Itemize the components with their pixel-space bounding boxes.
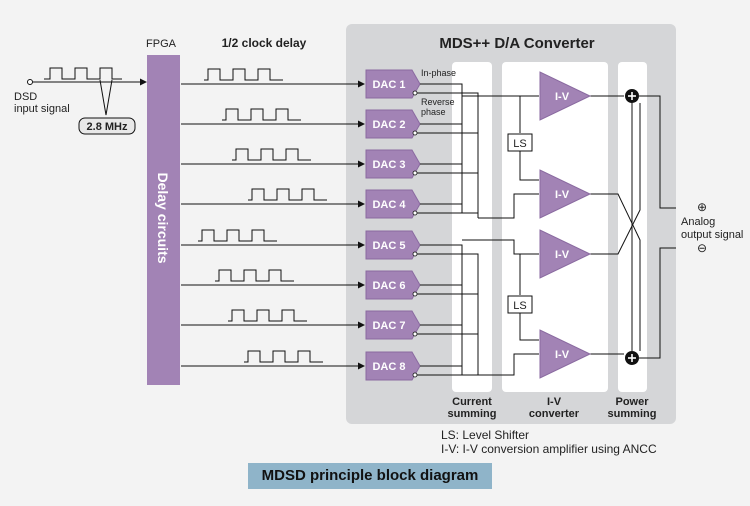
input-terminal xyxy=(27,79,33,85)
in-phase-bus-bottom xyxy=(420,244,463,375)
frequency-badge-text: 2.8 MHz xyxy=(87,121,128,133)
fpga-label: FPGA xyxy=(146,38,177,50)
iv2-out xyxy=(590,193,641,351)
iv3-cross xyxy=(590,103,641,255)
to-iv-4 xyxy=(478,353,539,376)
in-phase-bus-top xyxy=(420,83,463,213)
dac-8: DAC 8 xyxy=(365,351,421,381)
dsd-input-label-2: input signal xyxy=(14,103,70,115)
power-summing-label-1: Power xyxy=(615,396,649,408)
summing-node-bottom xyxy=(625,351,639,365)
dac-1: DAC 1 xyxy=(365,69,421,99)
dac-label-6: DAC 6 xyxy=(372,280,405,292)
analog-output-label-2: output signal xyxy=(681,229,743,241)
iv-converter-label-2: converter xyxy=(529,408,580,420)
to-iv-2 xyxy=(478,193,539,219)
analog-output-label-1: Analog xyxy=(681,216,715,228)
reverse-bus-bottom xyxy=(417,253,479,376)
iv-amp-4: I-V xyxy=(539,329,592,379)
pulse-train-6 xyxy=(215,269,294,282)
diagram-caption: MDSD principle block diagram xyxy=(248,463,492,489)
dac-4: DAC 4 xyxy=(365,189,421,219)
to-iv-3 xyxy=(462,239,539,255)
analog-minus-icon: ⊖ xyxy=(697,241,707,255)
clock-delay-label: 1/2 clock delay xyxy=(222,36,307,50)
current-summing-label-1: Current xyxy=(452,396,492,408)
legend-ls: LS: Level Shifter xyxy=(441,428,529,442)
pulse-train-2 xyxy=(222,108,301,121)
dac-label-2: DAC 2 xyxy=(372,119,405,131)
dac-label-4: DAC 4 xyxy=(372,199,406,211)
summing-node-top xyxy=(625,89,639,103)
reverse-phase-label-2: phase xyxy=(421,107,446,117)
iv-amp-2: I-V xyxy=(539,169,592,219)
dac-label-1: DAC 1 xyxy=(372,79,405,91)
dsd-input-label-1: DSD xyxy=(14,91,37,103)
current-summing-label-2: summing xyxy=(448,408,497,420)
delay-circuits-label: Delay circuits xyxy=(155,172,171,263)
pulse-train-7 xyxy=(228,309,307,322)
pulse-train-5 xyxy=(198,229,277,242)
in-phase-label: In-phase xyxy=(421,68,456,78)
level-shifter-top xyxy=(507,133,533,152)
reverse-phase-label-1: Reverse xyxy=(421,97,455,107)
svg-text:I-V: I-V xyxy=(555,189,570,201)
current-summing-column xyxy=(452,62,492,392)
svg-text:I-V: I-V xyxy=(555,91,570,103)
power-summing-label-2: summing xyxy=(608,408,657,420)
frequency-pointer xyxy=(99,79,113,116)
converter-title: MDS++ D/A Converter xyxy=(439,35,594,52)
iv-converter-label-1: I-V xyxy=(547,396,562,408)
analog-plus-icon: ⊕ xyxy=(697,200,707,214)
dac-5: DAC 5 xyxy=(365,230,421,260)
dac-2: DAC 2 xyxy=(365,109,421,139)
svg-text:I-V: I-V xyxy=(555,349,570,361)
out-minus xyxy=(639,247,676,359)
dac-3: DAC 3 xyxy=(365,149,421,179)
dac-label-3: DAC 3 xyxy=(372,159,405,171)
dac-label-8: DAC 8 xyxy=(372,361,405,373)
fpga-block xyxy=(147,55,180,385)
level-shifter-bottom xyxy=(507,295,533,314)
pulse-train-1 xyxy=(204,68,283,81)
pulse-train-8 xyxy=(244,350,323,363)
svg-text:I-V: I-V xyxy=(555,249,570,261)
level-shifter-bottom-label: LS xyxy=(513,300,526,312)
dac-label-5: DAC 5 xyxy=(372,240,405,252)
frequency-badge xyxy=(78,117,136,135)
pulse-train-3 xyxy=(232,148,311,161)
level-shifter-top-label: LS xyxy=(513,138,526,150)
input-pulse-train xyxy=(44,67,122,80)
dac-6: DAC 6 xyxy=(365,270,421,300)
ls-bottom-wires xyxy=(519,254,539,341)
iv-amp-1: I-V xyxy=(539,71,592,121)
dac-label-7: DAC 7 xyxy=(372,320,405,332)
legend-iv: I-V: I-V conversion amplifier using ANCC xyxy=(441,442,657,456)
pulse-train-4 xyxy=(248,188,327,201)
iv-amp-3: I-V xyxy=(539,229,592,279)
ls-top-wires xyxy=(519,96,539,181)
out-plus xyxy=(639,95,676,209)
reverse-bus-top xyxy=(417,92,479,218)
dac-7: DAC 7 xyxy=(365,310,421,340)
